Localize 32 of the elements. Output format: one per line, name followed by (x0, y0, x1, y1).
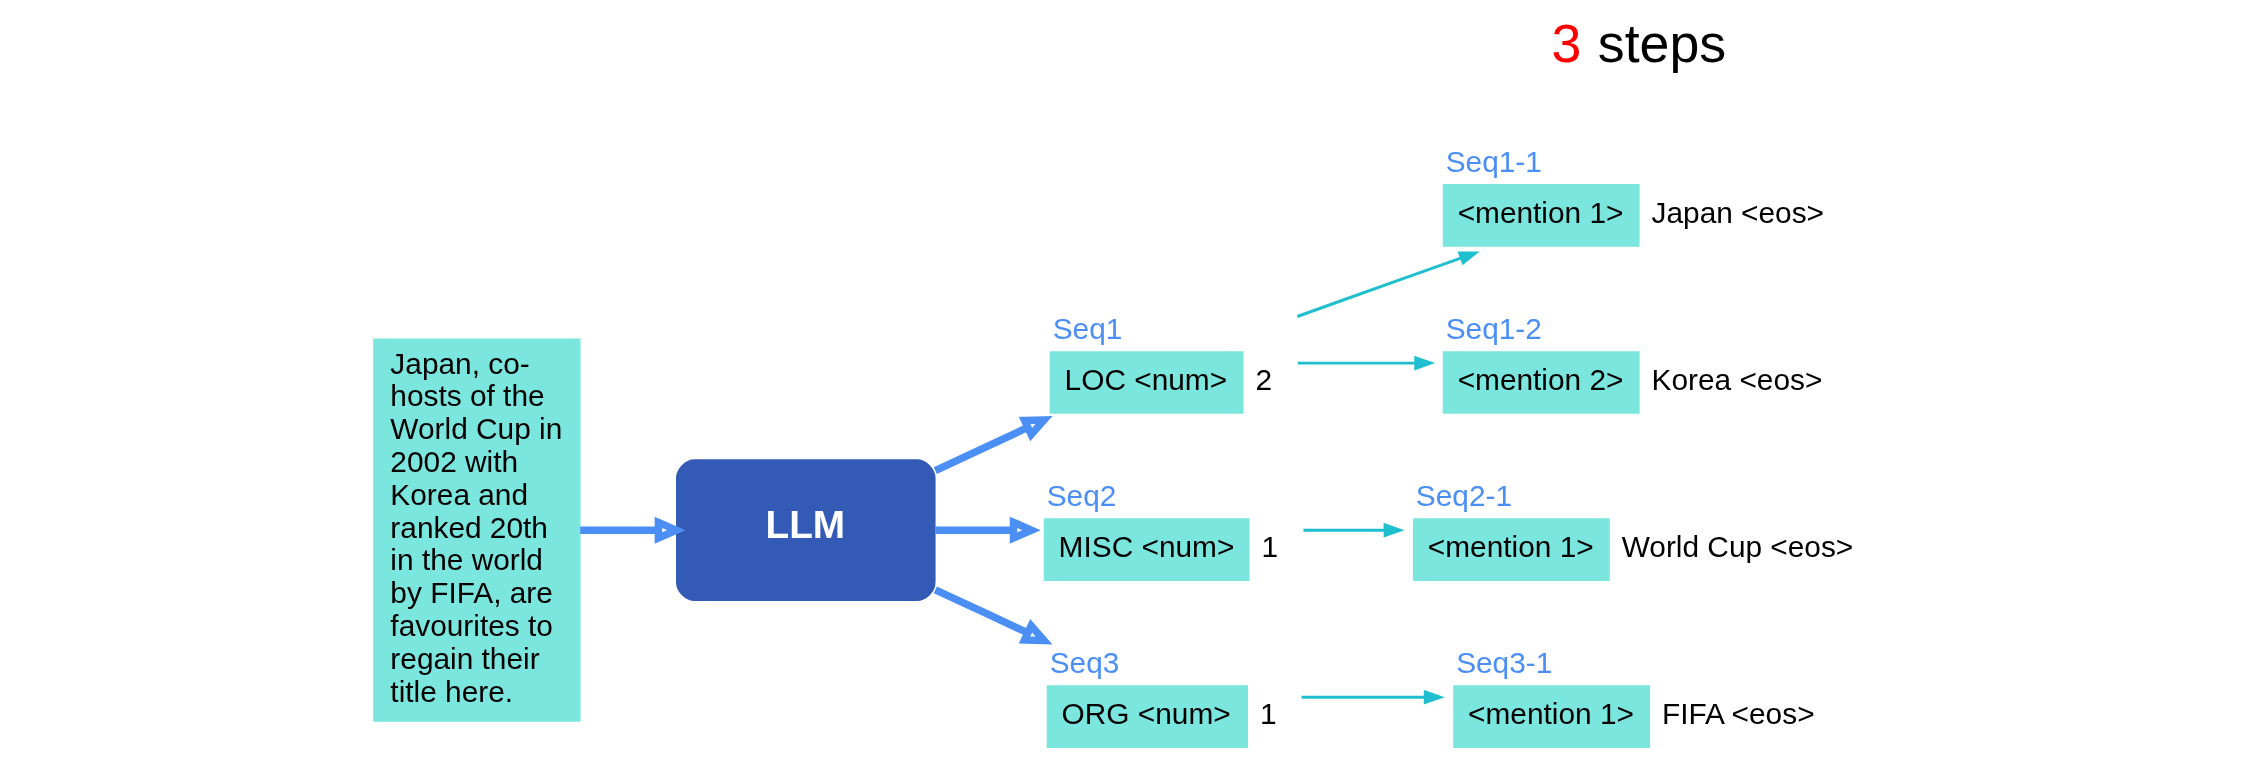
node-box: Japan, co-hosts of the World Cup in 2002 with Korea and ranked 20th in the world by FIFA, are favourites to regain their title here. (372, 338, 581, 722)
node-box: LLM (675, 459, 936, 602)
arrow (1296, 251, 1480, 318)
node-label: 1 (1259, 697, 1277, 731)
node-label: 2 (1255, 362, 1272, 396)
arrow (933, 586, 1053, 645)
node-label: Korea <eos> (1651, 362, 1822, 396)
node-label: 1 (1260, 530, 1278, 564)
node-box: <mention 1> (1452, 685, 1650, 748)
node-box: <mention 2> (1442, 351, 1640, 414)
node-label: Seq1 (1052, 312, 1122, 346)
node-label: Seq2 (1046, 479, 1116, 513)
node-label: Japan <eos> (1651, 195, 1824, 229)
node-box: <mention 1> (1412, 518, 1610, 581)
node-label: FIFA <eos> (1661, 697, 1815, 731)
node-label: Seq1-1 (1445, 145, 1542, 179)
arrow (1302, 522, 1405, 538)
arrow (1301, 689, 1445, 705)
arrow (934, 516, 1041, 544)
node-label: Seq2-1 (1415, 479, 1512, 513)
node-box: LOC <num> (1049, 351, 1244, 414)
node-label: Seq3-1 (1455, 646, 1552, 680)
node-label: World Cup <eos> (1621, 530, 1853, 564)
arrow (579, 516, 686, 544)
arrow (933, 415, 1053, 474)
arrow (1297, 355, 1435, 371)
node-label: Seq1-2 (1445, 312, 1542, 346)
label: 3 steps (1551, 12, 1726, 73)
node-box: MISC <num> (1043, 518, 1250, 581)
node-box: <mention 1> (1442, 184, 1640, 247)
node-box: ORG <num> (1046, 685, 1248, 748)
node-label: Seq3 (1049, 646, 1119, 680)
